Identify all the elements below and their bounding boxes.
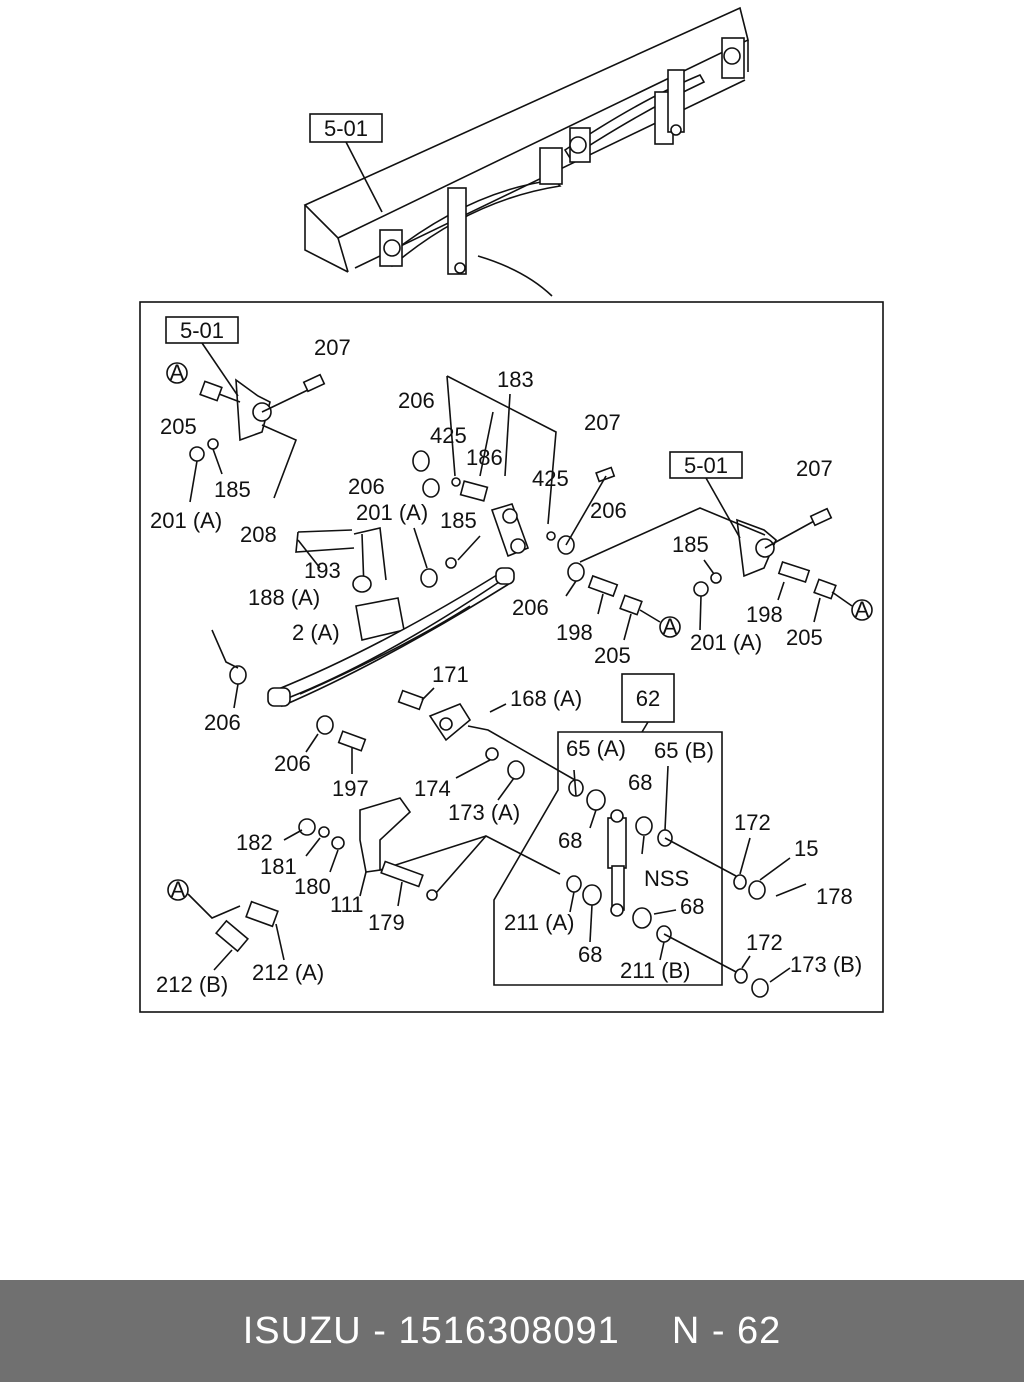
label-111: 111 [330, 892, 363, 917]
label-198-mid: 198 [556, 620, 593, 645]
ref-5-01-top: 5-01 [324, 116, 368, 141]
label-205-left: 205 [160, 414, 197, 439]
label-193: 193 [304, 558, 341, 583]
label-206-a: 206 [398, 388, 435, 413]
label-171: 171 [432, 662, 469, 687]
label-172-top: 172 [734, 810, 771, 835]
label-68-b: 68 [558, 828, 582, 853]
label-198-right: 198 [746, 602, 783, 627]
part-labels: 207 205 201 (A) 185 206 425 186 183 207 … [150, 335, 862, 997]
label-68-a: 68 [628, 770, 652, 795]
label-2a: 2 (A) [292, 620, 340, 645]
right-hanger-group: 5-01 [565, 451, 873, 641]
label-212a: 212 (A) [252, 960, 324, 985]
label-206-c: 206 [348, 474, 385, 499]
circle-a-1: A [170, 360, 185, 385]
label-178: 178 [816, 884, 853, 909]
label-180: 180 [294, 874, 331, 899]
detail-frame [139, 301, 884, 1013]
label-207-right: 207 [796, 456, 833, 481]
label-201a-right: 201 (A) [690, 630, 762, 655]
label-15: 15 [794, 836, 818, 861]
parts-diagram: 5-01 5-01 [139, 6, 884, 1013]
label-65a: 65 (A) [566, 736, 626, 761]
grease-fitting-group [167, 879, 285, 971]
label-181: 181 [260, 854, 297, 879]
label-206-b: 206 [590, 498, 627, 523]
label-172-bot: 172 [746, 930, 783, 955]
label-174: 174 [414, 776, 451, 801]
label-211a: 211 (A) [504, 910, 575, 935]
label-211b: 211 (B) [620, 958, 691, 983]
label-206-e: 206 [204, 710, 241, 735]
label-205-right: 205 [786, 625, 823, 650]
label-205-mid: 205 [594, 643, 631, 668]
footer-bar: ISUZU - 1516308091 N - 62 [0, 1280, 1024, 1382]
left-hanger-group: 5-01 [165, 316, 326, 503]
label-206-f: 206 [274, 751, 311, 776]
label-208: 208 [240, 522, 277, 547]
label-425-a: 425 [430, 423, 467, 448]
label-185-left: 185 [214, 477, 251, 502]
label-183: 183 [497, 367, 534, 392]
circle-a-marks: A A A A [166, 360, 870, 902]
ref-5-01-right: 5-01 [684, 453, 728, 478]
label-179: 179 [368, 910, 405, 935]
spring-assembly [211, 527, 515, 774]
bracket-group [283, 687, 576, 907]
footer-brand-part: ISUZU - 1516308091 [242, 1309, 620, 1352]
label-185-mid: 185 [440, 508, 477, 533]
shackle-group [412, 375, 616, 588]
label-206-d: 206 [512, 595, 549, 620]
label-68-c: 68 [680, 894, 704, 919]
label-185-right: 185 [672, 532, 709, 557]
label-168a: 168 (A) [510, 686, 582, 711]
label-212b: 212 (B) [156, 972, 228, 997]
ref-5-01-left: 5-01 [180, 318, 224, 343]
circle-a-2: A [855, 597, 870, 622]
label-173a: 173 (A) [448, 800, 520, 825]
label-425-b: 425 [532, 466, 569, 491]
label-186: 186 [466, 445, 503, 470]
label-65b: 65 (B) [654, 738, 714, 763]
label-182: 182 [236, 830, 273, 855]
label-nss: NSS [644, 866, 689, 891]
label-188a: 188 (A) [248, 585, 320, 610]
frame-overview: 5-01 [303, 6, 749, 297]
circle-a-4: A [171, 877, 186, 902]
label-201a-mid: 201 (A) [356, 500, 428, 525]
label-207-mid: 207 [584, 410, 621, 435]
label-173b: 173 (B) [790, 952, 862, 977]
label-68-d: 68 [578, 942, 602, 967]
shock-absorber-group: 62 [493, 673, 807, 998]
circle-a-3: A [663, 614, 678, 639]
label-207-top-left: 207 [314, 335, 351, 360]
label-201a-left: 201 (A) [150, 508, 222, 533]
ref-box-top [309, 113, 383, 143]
footer-page-ref: N - 62 [671, 1309, 782, 1352]
label-197: 197 [332, 776, 369, 801]
highlight-62-label: 62 [636, 686, 660, 711]
